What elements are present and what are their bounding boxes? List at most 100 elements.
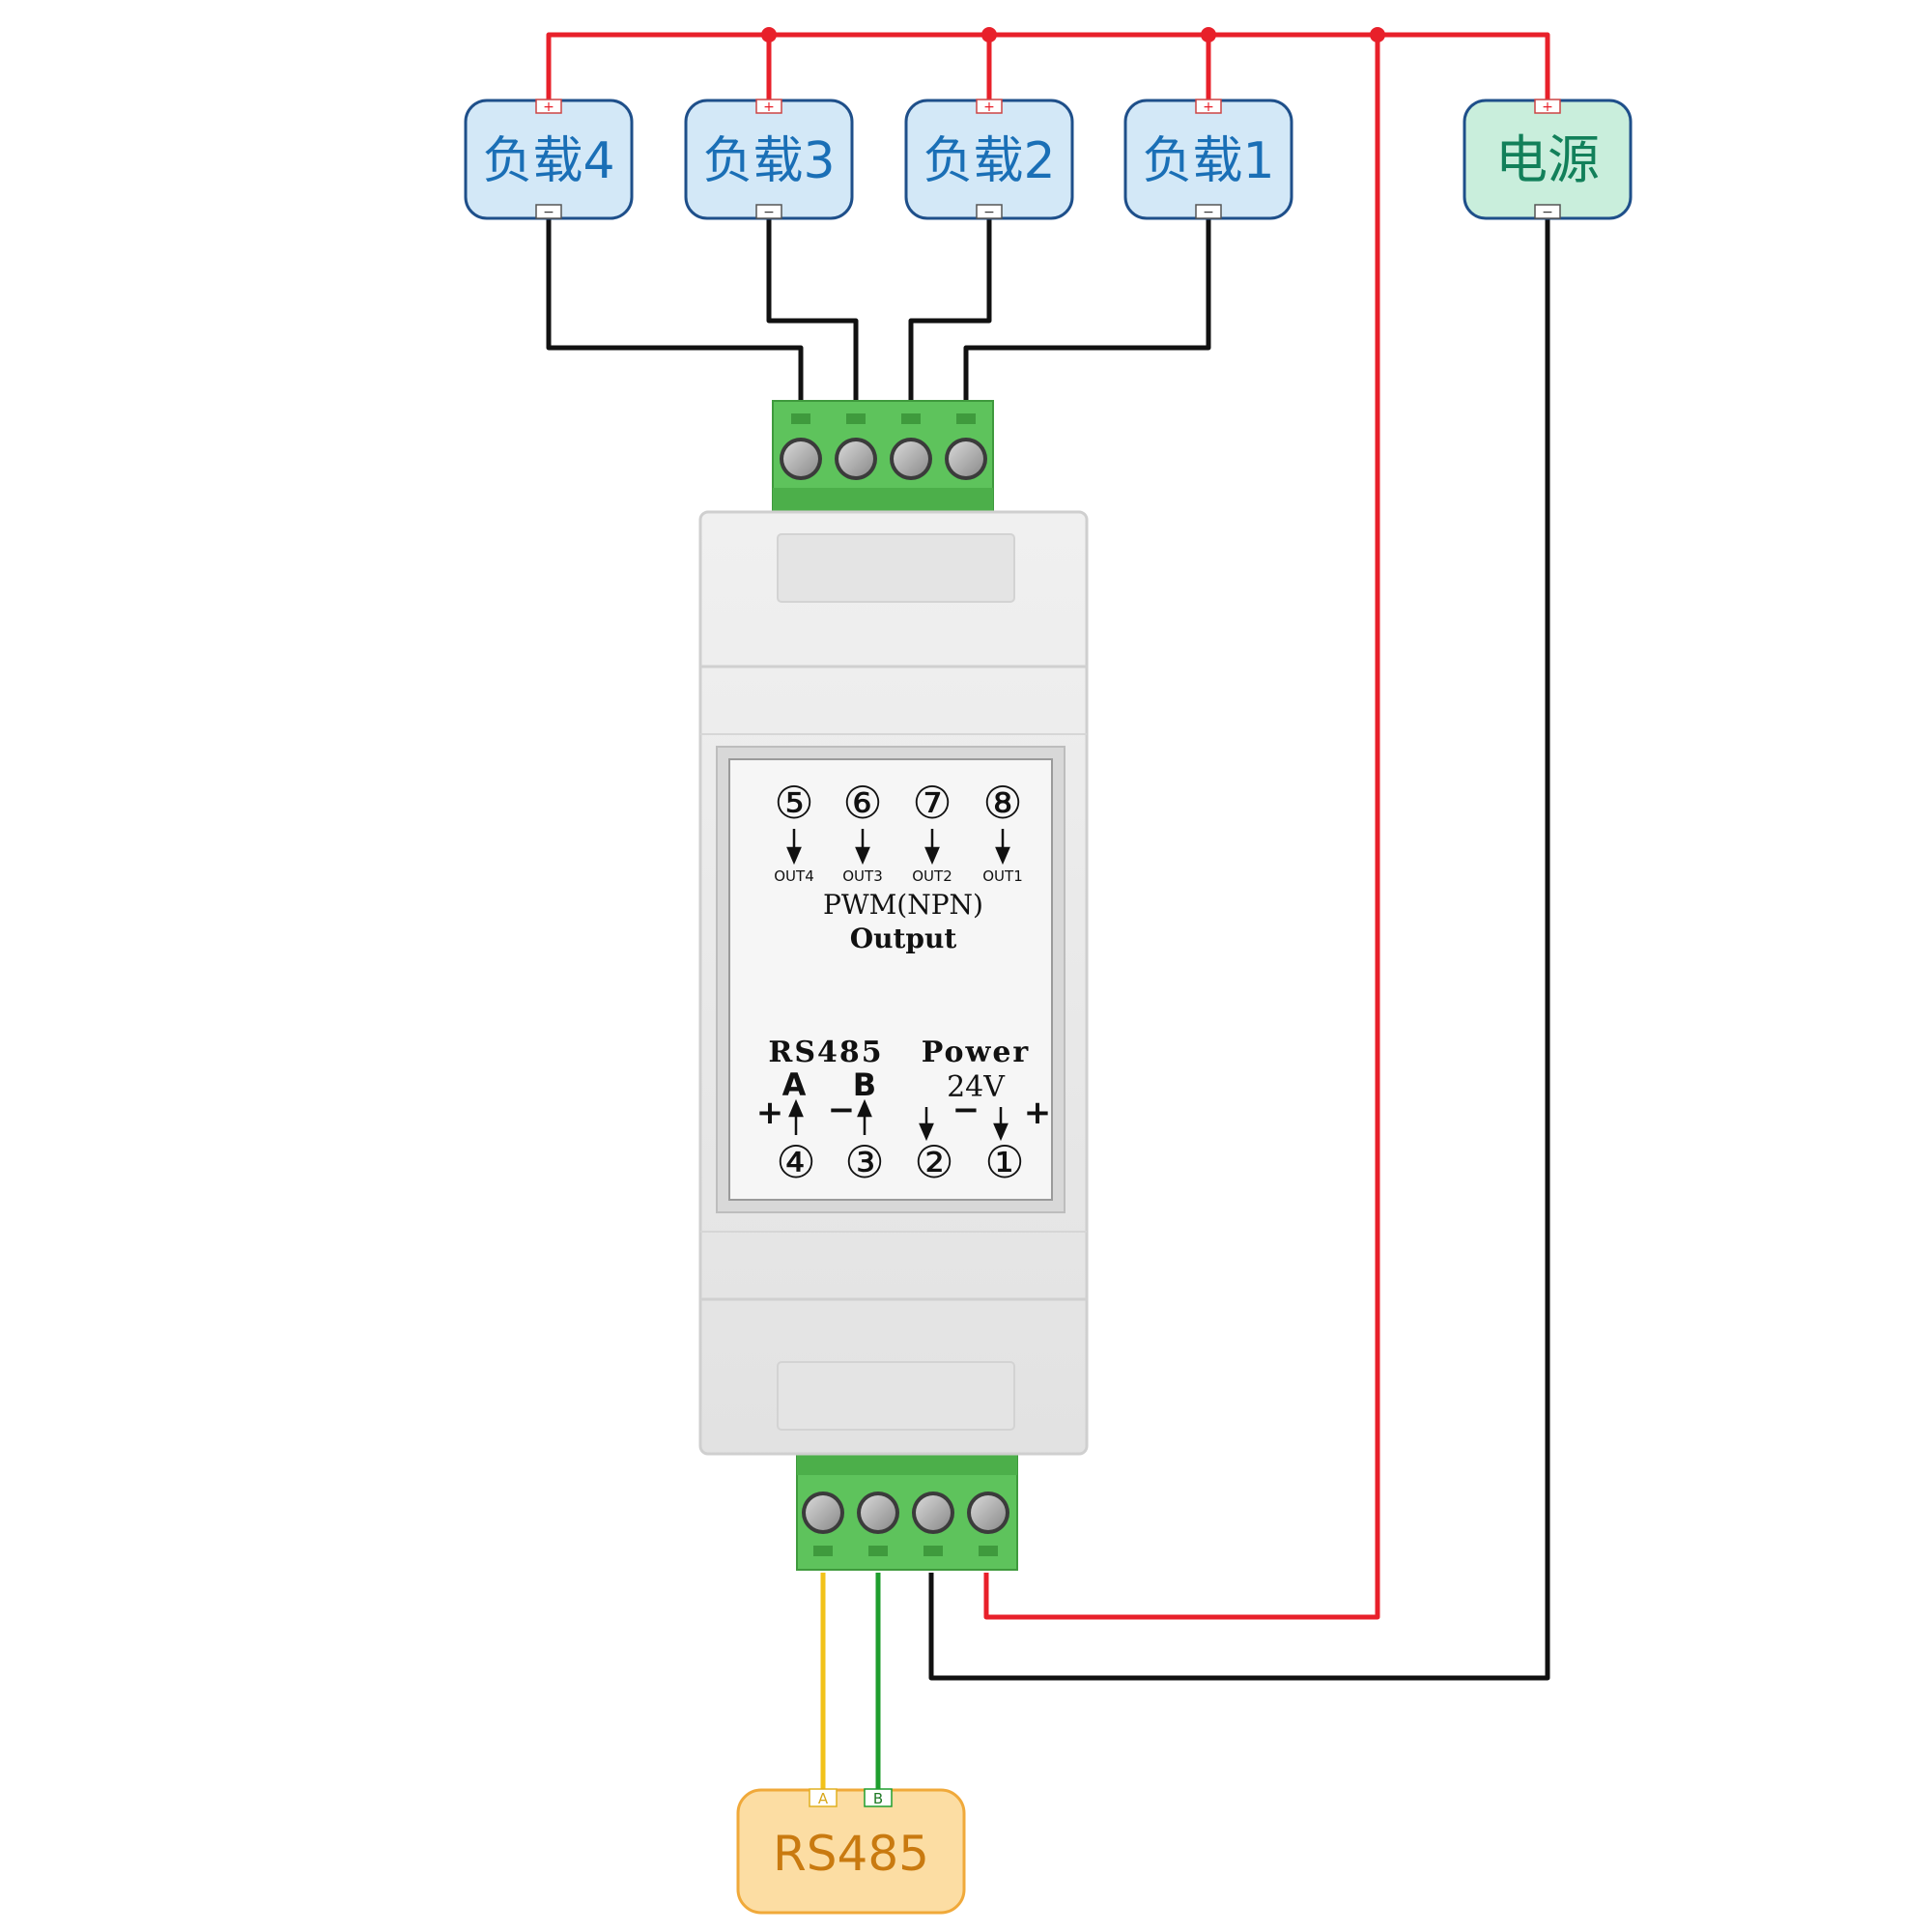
terminal-screw [838,441,873,476]
rs485-b-label: B [853,1066,876,1103]
top-vent-recess [777,533,1015,603]
load-plus-pin [535,99,562,114]
rs485-pin-a-label: A [818,1790,829,1807]
power-title: Power [922,1036,1030,1069]
rs485-a-sign: + [756,1094,784,1132]
power-minus-sign: − [952,1091,980,1129]
output-title: PWM(NPN) [823,889,983,921]
junction-dots [761,27,1385,43]
load-label: 负载2 [923,132,1055,190]
terminal-screw [783,441,818,476]
module-housing [698,510,1089,1456]
load4-negative-wire [546,211,804,406]
terminal-screw [949,441,983,476]
power-minus-pin [1534,204,1561,219]
terminal-number: ⑥ [842,777,882,829]
rs485-a-label: A [782,1066,807,1103]
power-arrow-head [919,1122,934,1142]
rs485-title: RS485 [768,1036,883,1069]
power-negative-wire [928,211,1550,1681]
terminal-number: ② [914,1136,953,1188]
output-label: OUT4 [774,867,814,885]
power-plus-sign: + [1024,1094,1052,1132]
load-minus-label: − [1203,205,1214,220]
module-power-positive-wire [983,35,1380,1620]
load-plus-pin [976,99,1003,114]
output-arrow-head [786,846,802,866]
rs485-box-label: RS485 [773,1826,929,1882]
terminal-screw [861,1495,895,1530]
load-box: + − 负载3 [684,99,854,220]
terminal-screw [806,1495,840,1530]
bottom-vent-recess [777,1361,1015,1431]
terminal-slot [923,1546,943,1556]
load-minus-label: − [763,205,775,220]
junction-dot [1201,27,1216,43]
junction-dot [981,27,997,43]
load-label: 负载3 [702,132,835,190]
load-minus-pin [1195,204,1222,219]
load-label: 负载1 [1142,132,1274,190]
terminal-number: ⑤ [774,777,813,829]
wires [546,32,1550,1793]
power-minus-label: − [1542,205,1553,220]
terminal-number: ① [984,1136,1024,1188]
load3-negative-wire [766,211,859,406]
load1-negative-wire [963,211,1211,406]
terminal-number: ③ [844,1136,884,1188]
terminal-number: ⑧ [982,777,1022,829]
rs485-pin-b [864,1788,893,1807]
load-box: + − 负载1 [1123,99,1293,220]
load-minus-label: − [543,205,554,220]
load-minus-pin [976,204,1003,219]
input-arrow-head [857,1098,872,1118]
load-plus-label: + [543,99,554,115]
terminal-slot [813,1546,833,1556]
terminal-screw [894,441,928,476]
terminal-screw [916,1495,951,1530]
output-label: OUT3 [842,867,883,885]
junction-dot [761,27,777,43]
positive-bus-wire [546,32,1550,106]
load-box: + − 负载4 [464,99,634,220]
output-arrow-head [924,846,940,866]
top-terminal-block [772,400,994,513]
power-supply-box: + − 电源 [1463,99,1633,220]
load-label: 负载4 [482,132,614,190]
load-plus-label: + [763,99,775,115]
rs485-pin-b-label: B [873,1790,883,1807]
load-box: + − 负载2 [904,99,1074,220]
power-arrow-head [993,1122,1009,1142]
rs485-b-sign: − [828,1091,856,1129]
output-arrow-head [995,846,1010,866]
terminal-slot [956,413,976,424]
load2-negative-wire [908,211,992,406]
terminal-number: ④ [776,1136,815,1188]
output-arrow-head [855,846,870,866]
power-voltage: 24V [947,1070,1006,1104]
load-plus-label: + [1203,99,1214,115]
junction-dot [1370,27,1385,43]
terminal-slot [791,413,810,424]
terminal-slot [979,1546,998,1556]
power-plus-label: + [1542,99,1553,115]
output-subtitle: Output [850,923,957,954]
load-minus-label: − [983,205,995,220]
power-plus-pin [1534,99,1561,114]
terminal-screw [971,1495,1006,1530]
load-plus-pin [755,99,782,114]
terminal-slot [901,413,921,424]
load-plus-pin [1195,99,1222,114]
load-minus-pin [535,204,562,219]
output-label: OUT2 [912,867,952,885]
rs485-pin-a [809,1788,838,1807]
terminal-slot [868,1546,888,1556]
load-minus-pin [755,204,782,219]
load-plus-label: + [983,99,995,115]
output-label: OUT1 [982,867,1023,885]
terminal-slot [846,413,866,424]
rs485-box: A B RS485 [736,1788,966,1915]
bottom-terminal-block [796,1453,1018,1571]
